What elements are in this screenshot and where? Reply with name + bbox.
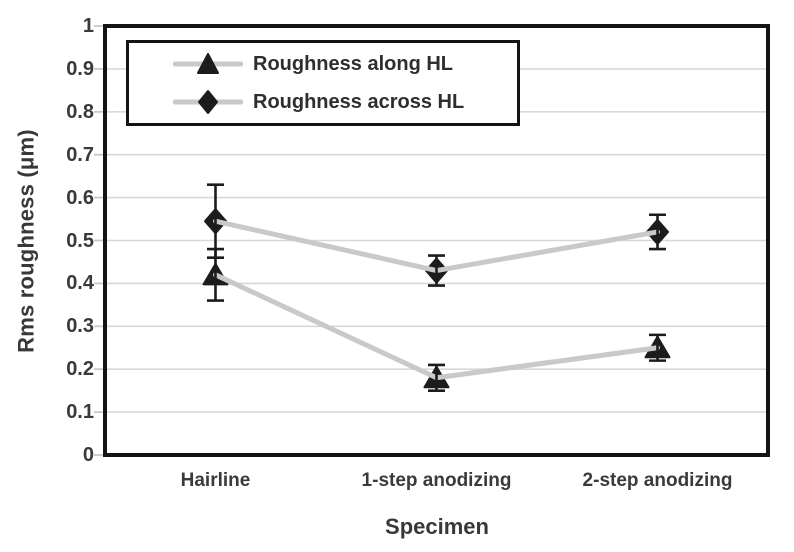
legend-label-along-hl: Roughness along HL [253,52,453,75]
x-category-label: 2-step anodizing [582,470,733,491]
y-axis-ticks [94,25,104,456]
y-tick-label: 1 [82,15,94,37]
y-tick-label: 0.1 [66,401,94,424]
y-tick-label: 0.7 [66,143,94,166]
triangle-marker-icon [173,53,243,74]
y-tick-label: 0.3 [66,315,94,338]
y-tick-label: 0.9 [66,57,94,80]
y-tick-label: 0.5 [66,229,94,252]
y-tick-label: 0.8 [66,100,94,123]
legend: Roughness along HL Roughness across HL [126,40,520,126]
y-tick-label: 0.2 [66,358,94,381]
error-bars-1 [207,183,666,287]
y-tick-label: 0.6 [66,186,94,209]
legend-item-roughness-across-hl: Roughness across HL [173,87,517,117]
legend-label-across-hl: Roughness across HL [253,90,465,113]
x-category-label: Hairline [180,470,251,491]
plot-border [103,24,770,457]
y-tick-label: 0.4 [66,272,94,295]
error-bars-0 [207,247,666,392]
x-axis-title: Specimen [385,514,489,539]
x-category-label: 1-step anodizing [361,470,512,491]
legend-item-roughness-along-hl: Roughness along HL [173,49,517,79]
y-tick-label: 0 [82,444,94,466]
diamond-marker-icon [173,90,243,114]
triangle-glyph [197,53,219,74]
diamond-glyph [198,90,218,114]
